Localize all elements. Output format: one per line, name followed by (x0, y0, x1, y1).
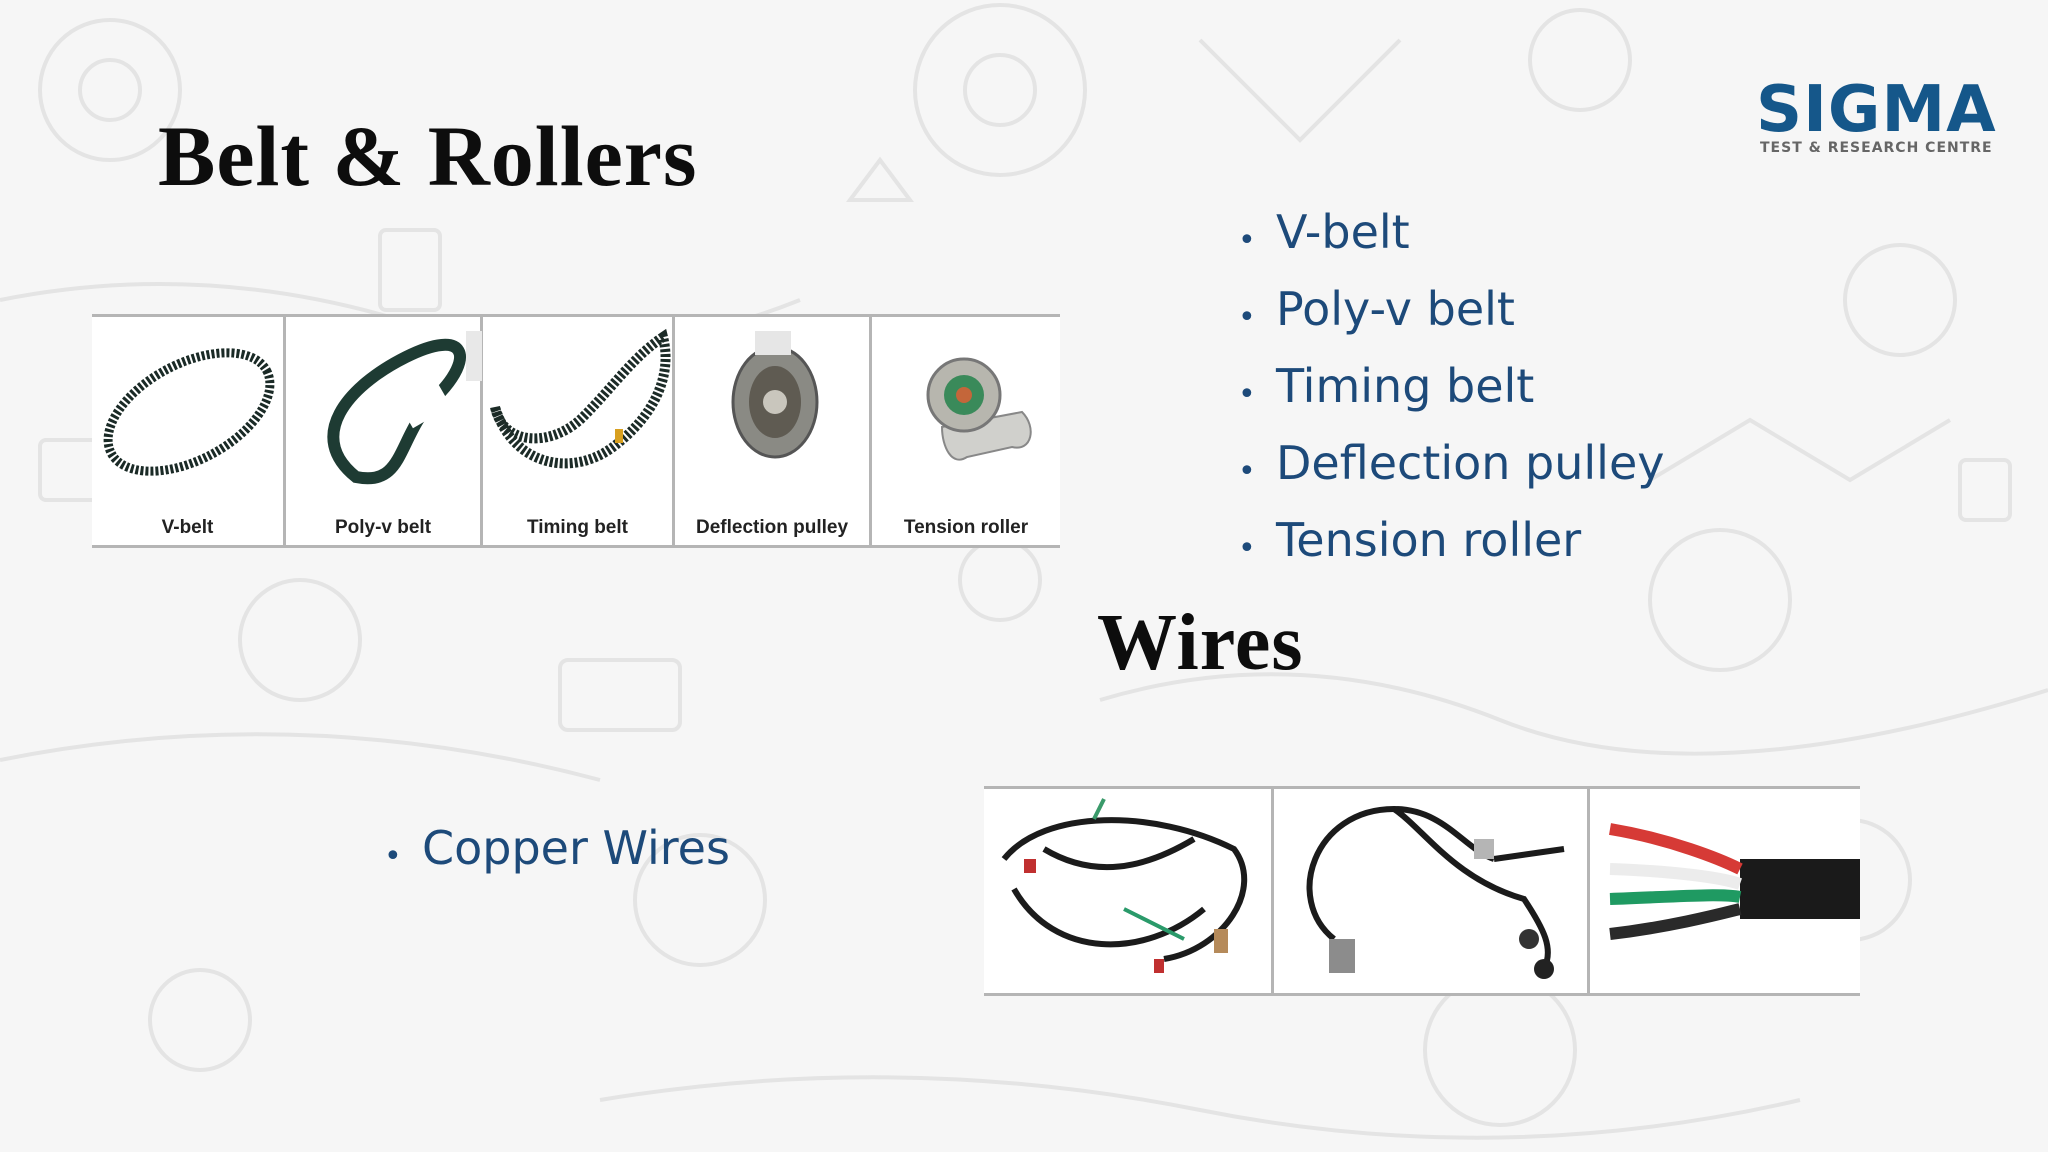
image-caption: Tension roller (903, 517, 1029, 538)
image-cell-tension-roller: Tension roller (872, 317, 1060, 545)
belt-bullet-list: • V-belt • Poly-v belt • Timing belt • Defle… (1238, 194, 1664, 579)
logo-subtitle: TEST & RESEARCH CENTRE (1760, 140, 1993, 156)
image-caption: Poly-v belt (334, 517, 432, 538)
sigma-logo: SIGMA TEST & RESEARCH CENTRE (1756, 74, 1996, 164)
v-belt-icon (103, 348, 275, 476)
bullet-icon: • (1238, 531, 1256, 566)
bullet-icon: • (1238, 223, 1256, 258)
image-cell-v-belt: V-belt (92, 317, 286, 545)
image-cell-poly-v-belt: Poly-v belt (286, 317, 483, 545)
bullet-icon: • (1238, 300, 1256, 335)
title-wires: Wires (1097, 599, 1304, 687)
image-cell-wire-harness (984, 789, 1274, 993)
bullet-icon: • (1238, 377, 1256, 412)
image-caption: Timing belt (527, 517, 628, 538)
deflection-pulley-icon (731, 331, 819, 459)
bullet-item: • V-belt (1238, 194, 1664, 271)
bullet-icon: • (384, 839, 402, 874)
image-cell-deflection-pulley: Deflection pulley (675, 317, 872, 545)
bullet-text: Deflection pulley (1276, 436, 1665, 490)
timing-belt-icon (490, 328, 671, 469)
belt-image-strip: V-belt Poly-v belt Timing belt Deflectio… (92, 314, 1060, 548)
poly-v-belt-icon (327, 331, 482, 485)
tension-roller-icon (926, 357, 1032, 461)
image-caption: Deflection pulley (695, 517, 849, 538)
copper-cable-icon (1609, 823, 1860, 940)
bullet-text: Timing belt (1276, 359, 1535, 413)
bullet-item: • Poly-v belt (1238, 271, 1664, 348)
bullet-item: • Timing belt (1238, 348, 1664, 425)
image-caption: V-belt (161, 517, 214, 538)
bullet-icon: • (1238, 454, 1256, 489)
wire-harness-icon (1001, 798, 1248, 973)
bullet-item: • Copper Wires (384, 810, 730, 887)
bullet-text: Tension roller (1276, 513, 1582, 567)
wire-harness-connector-icon (1306, 805, 1565, 979)
bullet-text: Copper Wires (422, 821, 730, 875)
logo-wordmark: SIGMA (1756, 73, 1997, 147)
bullet-item: • Tension roller (1238, 502, 1664, 579)
bullet-item: • Deflection pulley (1238, 425, 1664, 502)
wire-bullet-list: • Copper Wires (384, 810, 730, 887)
image-cell-timing-belt: Timing belt (483, 317, 675, 545)
title-belt-and-rollers: Belt & Rollers (158, 108, 698, 204)
image-cell-copper-cable (1590, 789, 1860, 993)
bullet-text: Poly-v belt (1276, 282, 1515, 336)
image-cell-wire-harness-connector (1274, 789, 1590, 993)
wire-image-strip (984, 786, 1860, 996)
bullet-text: V-belt (1276, 205, 1410, 259)
